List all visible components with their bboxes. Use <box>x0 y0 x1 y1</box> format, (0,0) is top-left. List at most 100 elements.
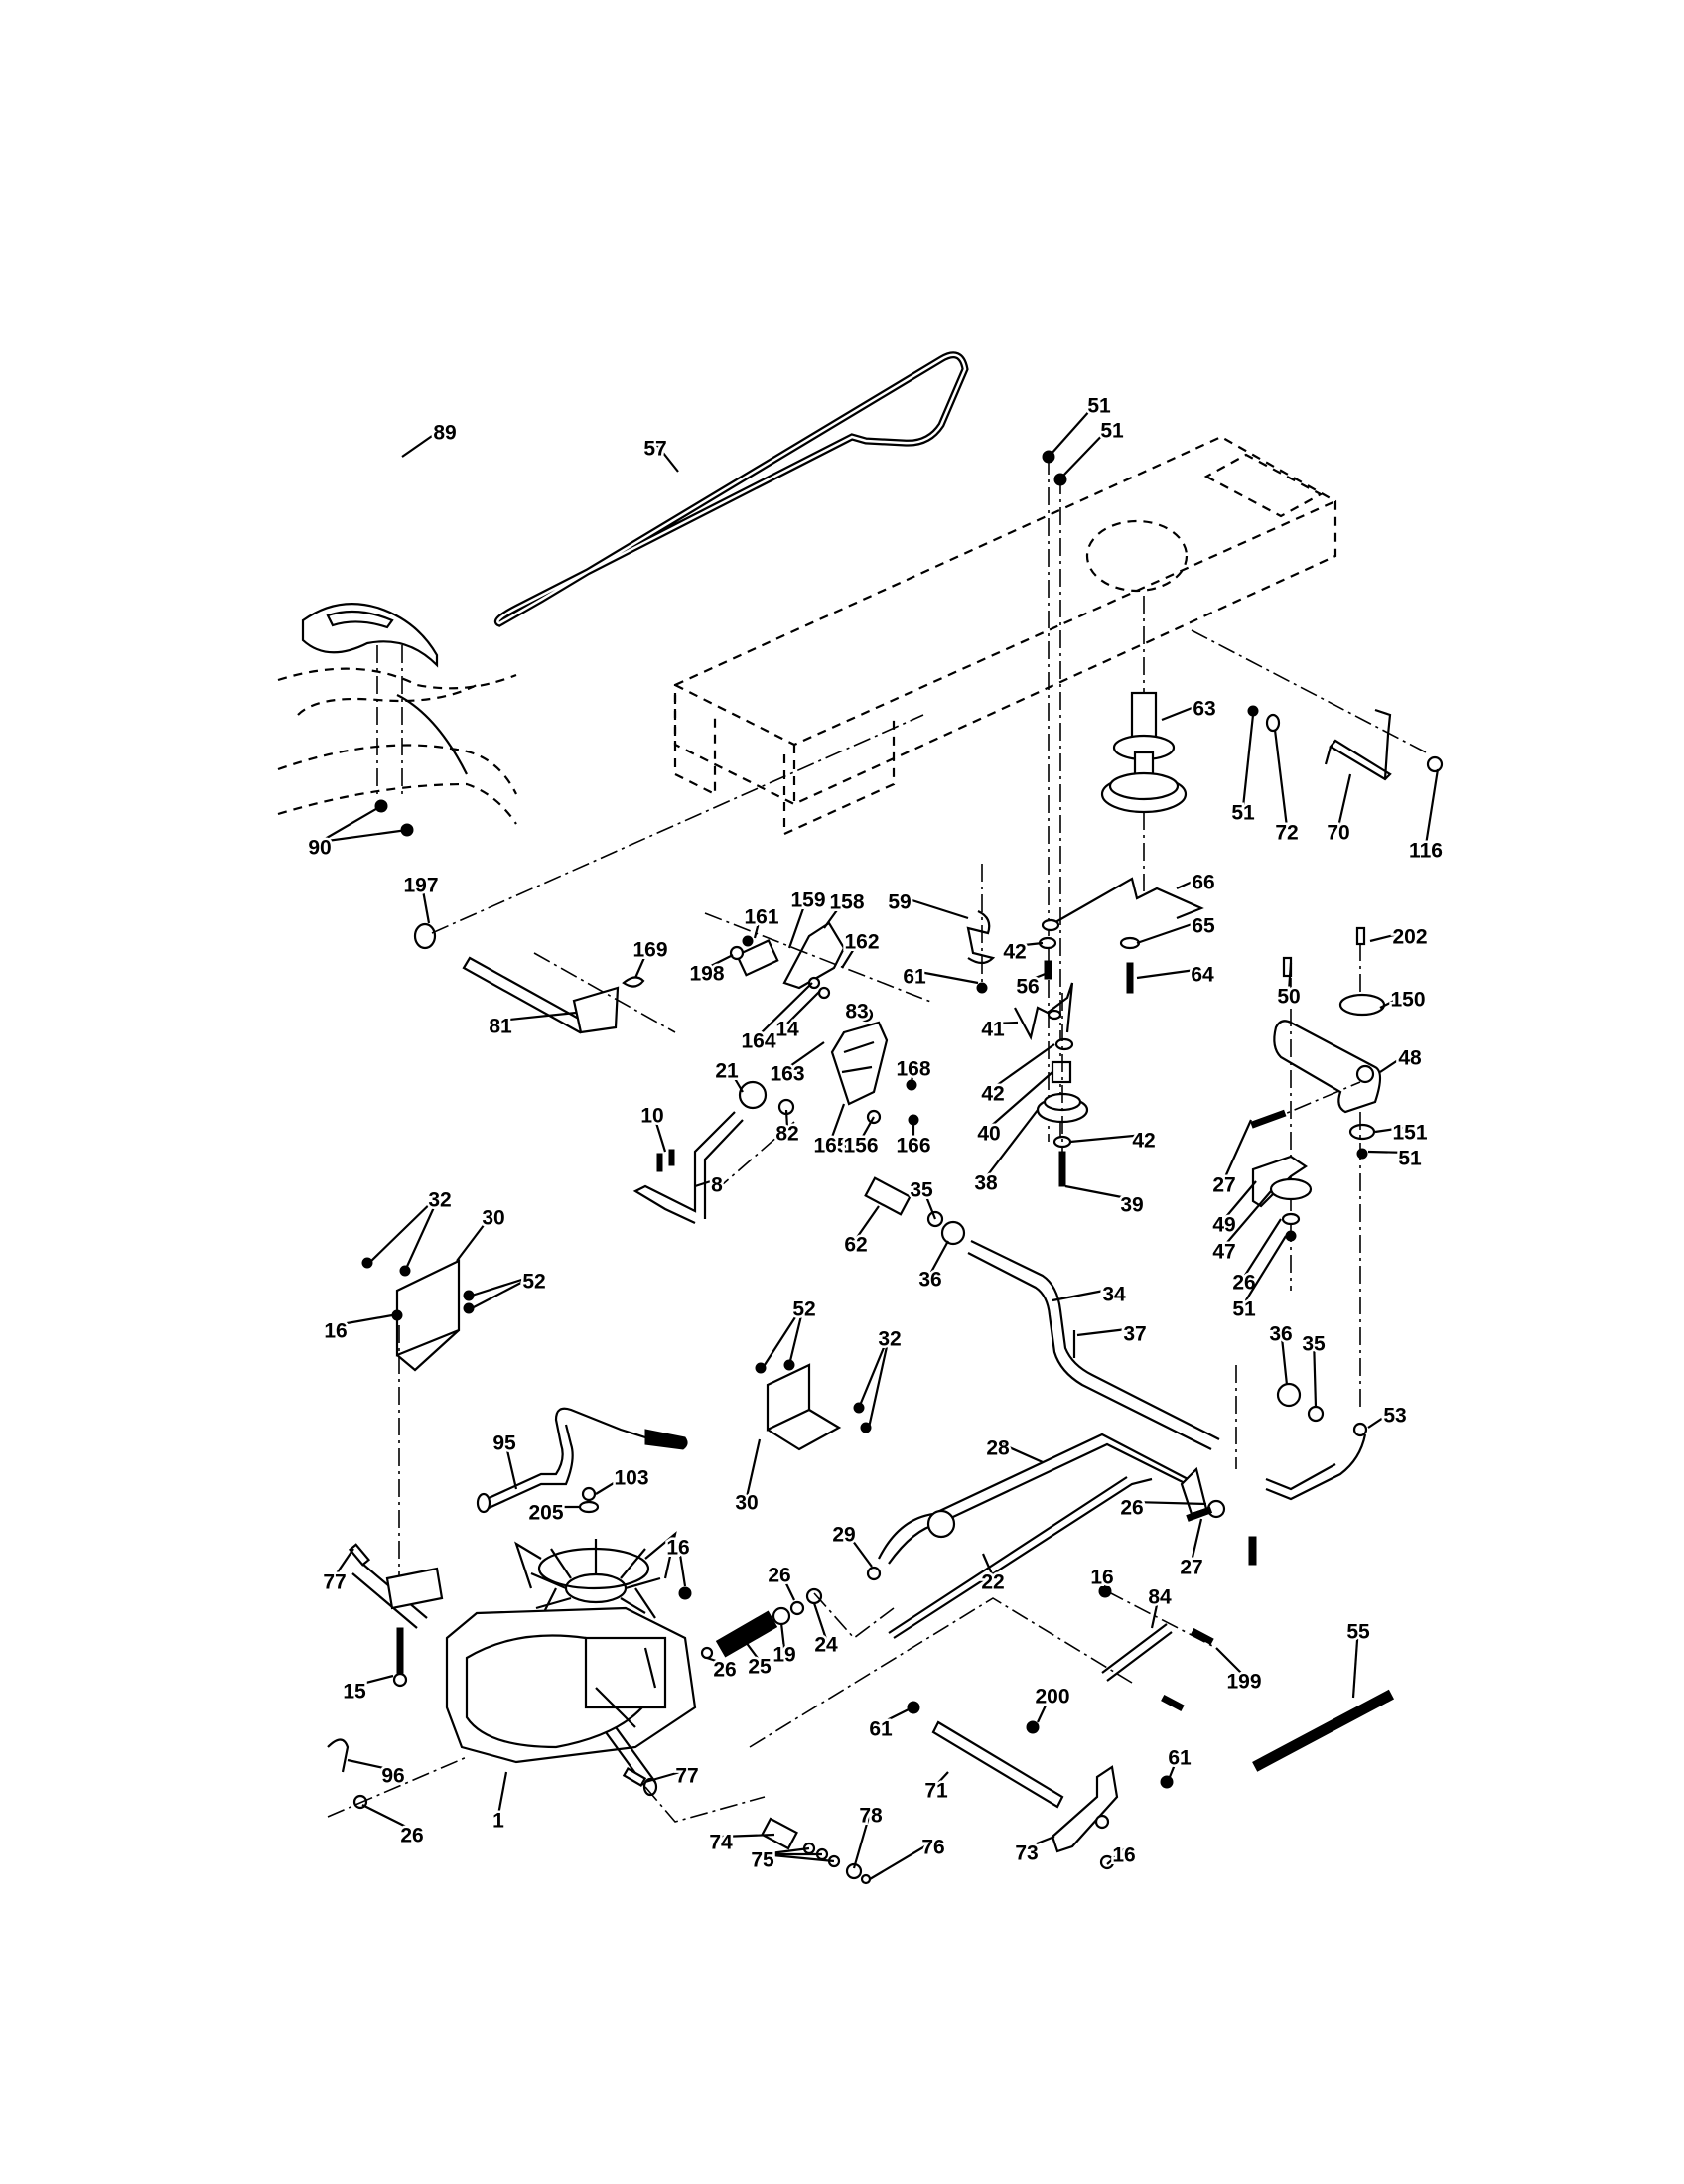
cooling-fan <box>530 1539 661 1614</box>
part-number-label: 61 <box>903 966 926 989</box>
callout-leader <box>981 1553 995 1577</box>
callout-leader <box>786 990 821 1024</box>
callout-leader <box>935 1771 949 1786</box>
callout-leader <box>720 1833 775 1839</box>
part-number-label: 14 <box>775 1019 799 1041</box>
part-number-label: 159 <box>790 889 825 912</box>
callout-leader <box>1222 1119 1253 1180</box>
drive-belt <box>493 351 969 627</box>
callout-leader <box>860 1116 875 1141</box>
part-number-label: 51 <box>1398 1148 1422 1170</box>
part-number-label: 156 <box>843 1135 878 1158</box>
rod-22 <box>888 1476 1153 1639</box>
part-number-label: 48 <box>1398 1047 1422 1070</box>
part-number-label: 37 <box>1123 1323 1146 1346</box>
bolt-61 <box>907 1701 920 1714</box>
callout-leader <box>992 1043 1055 1089</box>
callout-leader <box>633 943 652 979</box>
part-number-label: 78 <box>859 1805 883 1828</box>
washer-36 <box>1276 1382 1302 1408</box>
part-number-label: 42 <box>1003 941 1026 964</box>
callout-leader <box>779 1622 786 1650</box>
callout-leader <box>787 893 810 949</box>
spring-41 <box>1014 982 1074 1041</box>
part-number-label: 61 <box>1168 1747 1192 1770</box>
part-number-label: 16 <box>1090 1567 1113 1589</box>
bracket-30-left <box>361 1257 475 1588</box>
part-number-label: 199 <box>1226 1671 1261 1694</box>
callout-leader <box>913 969 979 985</box>
spring-25 <box>715 1610 778 1658</box>
part-number-label: 26 <box>713 1659 736 1682</box>
spacer-40 <box>1051 1060 1072 1084</box>
callout-leader <box>742 1637 761 1662</box>
frame-outline <box>673 435 1337 836</box>
callout-leader <box>843 1528 873 1568</box>
callout-leader <box>841 935 863 969</box>
part-number-label: 40 <box>977 1123 1000 1146</box>
spring-59 <box>966 910 996 965</box>
callout-leader <box>499 1011 577 1023</box>
pin-199 <box>1161 1694 1185 1711</box>
callout-leader <box>1336 773 1352 828</box>
callout-leader <box>496 1771 508 1816</box>
part-number-label: 200 <box>1035 1686 1069 1708</box>
callout-leader <box>1027 971 1049 983</box>
bolt-200 <box>1026 1720 1040 1734</box>
part-number-label: 30 <box>482 1207 504 1230</box>
washer-24 <box>805 1587 823 1605</box>
callout-leader <box>929 1240 949 1275</box>
part-number-label: 95 <box>492 1433 516 1455</box>
part-number-label: 26 <box>768 1565 790 1587</box>
callout-leader <box>1279 1327 1289 1386</box>
part-number-label: 26 <box>1232 1272 1255 1295</box>
callout-leader <box>319 805 382 843</box>
callout-leader <box>988 1071 1053 1129</box>
part-number-label: 24 <box>814 1634 838 1657</box>
part-number-label: 169 <box>632 939 667 962</box>
callout-leader <box>778 1569 795 1601</box>
spring-55 <box>1252 1689 1395 1772</box>
callout-leader <box>706 954 734 969</box>
callout-leader <box>1150 1590 1162 1629</box>
nut-51 <box>1247 705 1259 717</box>
part-number-label: 49 <box>1212 1214 1235 1237</box>
part-number-label: 41 <box>981 1019 1005 1041</box>
bolt-27-b <box>1248 1536 1257 1566</box>
callout-leader <box>823 895 848 929</box>
rod-53 <box>1265 1433 1367 1501</box>
part-number-label: 72 <box>1275 822 1298 845</box>
callout-leader <box>335 1313 393 1327</box>
callout-leader <box>1223 1180 1257 1220</box>
callout-leader <box>334 1548 354 1577</box>
callout-leader <box>855 1205 880 1240</box>
key-77 <box>348 1543 371 1567</box>
part-number-label: 205 <box>528 1502 563 1525</box>
bolt-61 <box>1160 1775 1174 1789</box>
callout-leader <box>745 1438 762 1498</box>
callout-leader <box>1168 1751 1182 1778</box>
callout-leader <box>867 1332 892 1429</box>
callout-leader <box>1379 1051 1411 1073</box>
callout-leader <box>706 1656 726 1666</box>
bolt-61 <box>976 982 988 994</box>
lever-95-grip <box>644 1429 688 1450</box>
part-number-label: 75 <box>751 1849 774 1872</box>
bushing-62 <box>864 1176 912 1216</box>
nut-103 <box>581 1486 597 1502</box>
callout-leader <box>1076 1326 1136 1337</box>
part-number-label: 57 <box>643 438 666 461</box>
pin-199 <box>1191 1627 1214 1645</box>
callout-leader <box>595 1471 632 1495</box>
washer <box>1041 918 1060 932</box>
callout-leader <box>1100 1570 1107 1589</box>
bolt-116 <box>1426 755 1444 773</box>
part-number-label: 39 <box>1120 1194 1143 1217</box>
part-number-label: 25 <box>748 1656 772 1679</box>
callout-leader <box>1287 962 1293 992</box>
part-number-label: 59 <box>888 891 911 914</box>
part-number-label: 30 <box>735 1492 758 1515</box>
shift-cover-89 <box>301 603 439 794</box>
